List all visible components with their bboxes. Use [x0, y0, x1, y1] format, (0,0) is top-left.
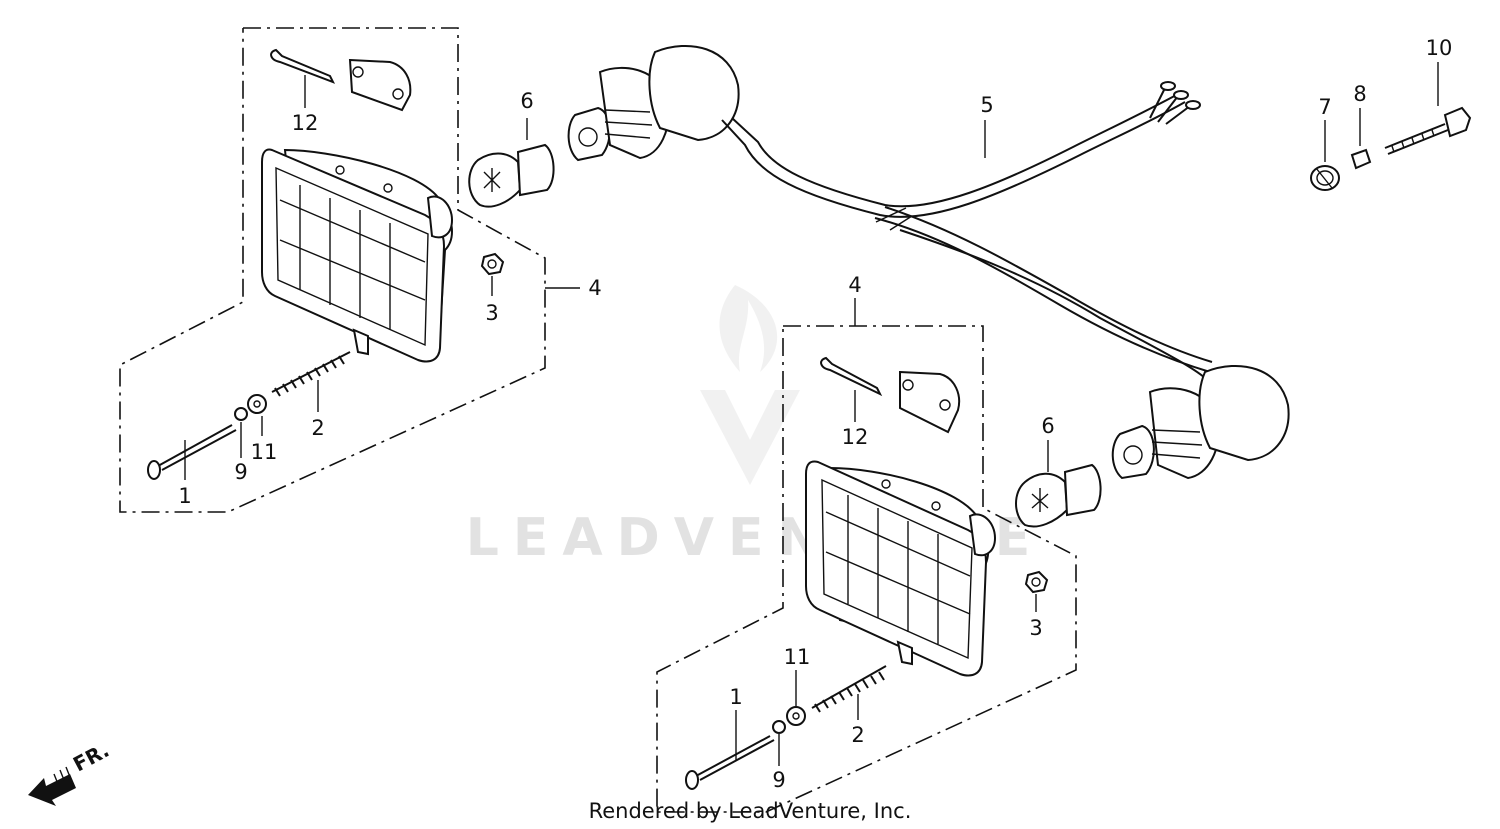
- bulb-part: [468, 143, 555, 208]
- washer-part: [247, 394, 267, 414]
- screw-part: [147, 424, 237, 480]
- adjuster-hardware-group: 7 8 10: [1310, 36, 1472, 191]
- spring-part: [811, 665, 887, 713]
- callout-1: 1: [178, 484, 191, 508]
- callout-11: 11: [784, 645, 811, 669]
- cotter-pin-part: [820, 356, 883, 397]
- callout-8: 8: [1353, 82, 1366, 106]
- callout-6: 6: [1041, 414, 1054, 438]
- socket-boot-part: [1111, 364, 1290, 480]
- mounting-bracket-part: [899, 370, 960, 434]
- wire-harness-part: [721, 81, 1213, 379]
- callout-5: 5: [980, 93, 993, 117]
- lower-headlight-assembly: 4 12 6 3 11 2 1 9: [656, 273, 1290, 813]
- bulb-part: [1015, 463, 1102, 528]
- adjusting-screw-part: [1384, 106, 1472, 155]
- callout-11: 11: [251, 440, 278, 464]
- small-washer-part: [772, 720, 786, 734]
- headlight-unit-part: [805, 460, 997, 677]
- callout-2: 2: [311, 416, 324, 440]
- nut-part: [480, 252, 505, 276]
- callout-3: 3: [485, 301, 498, 325]
- socket-boot-part: [567, 44, 740, 162]
- screw-part: [685, 735, 775, 790]
- cotter-pin-part: [270, 48, 336, 84]
- collar-part: [1350, 148, 1372, 170]
- watermark-logo: [700, 285, 800, 485]
- upper-headlight-assembly: 12 6 5 4 3 2 11 9 1: [119, 27, 1213, 513]
- mounting-bracket-part: [348, 58, 412, 112]
- render-credit: Rendered by LeadVenture, Inc.: [589, 799, 912, 823]
- front-direction-arrow-icon: [28, 766, 76, 806]
- headlight-unit-part: [261, 148, 454, 363]
- callout-9: 9: [234, 460, 247, 484]
- callout-9: 9: [772, 768, 785, 792]
- front-direction-label: FR.: [69, 738, 113, 777]
- lower-group-boundary: [656, 325, 1077, 813]
- grommet-part: [1310, 165, 1340, 191]
- callout-12: 12: [842, 425, 869, 449]
- spring-part: [271, 351, 351, 397]
- callout-2: 2: [851, 723, 864, 747]
- nut-part: [1024, 570, 1049, 594]
- callout-7: 7: [1318, 95, 1331, 119]
- callout-12: 12: [292, 111, 319, 135]
- callout-6: 6: [520, 89, 533, 113]
- callout-1: 1: [729, 685, 742, 709]
- upper-group-boundary: [119, 27, 546, 513]
- washer-part: [786, 706, 806, 726]
- callout-3: 3: [1029, 616, 1042, 640]
- callout-4: 4: [588, 276, 601, 300]
- small-washer-part: [234, 407, 248, 421]
- callout-10: 10: [1426, 36, 1453, 60]
- callout-4: 4: [848, 273, 861, 297]
